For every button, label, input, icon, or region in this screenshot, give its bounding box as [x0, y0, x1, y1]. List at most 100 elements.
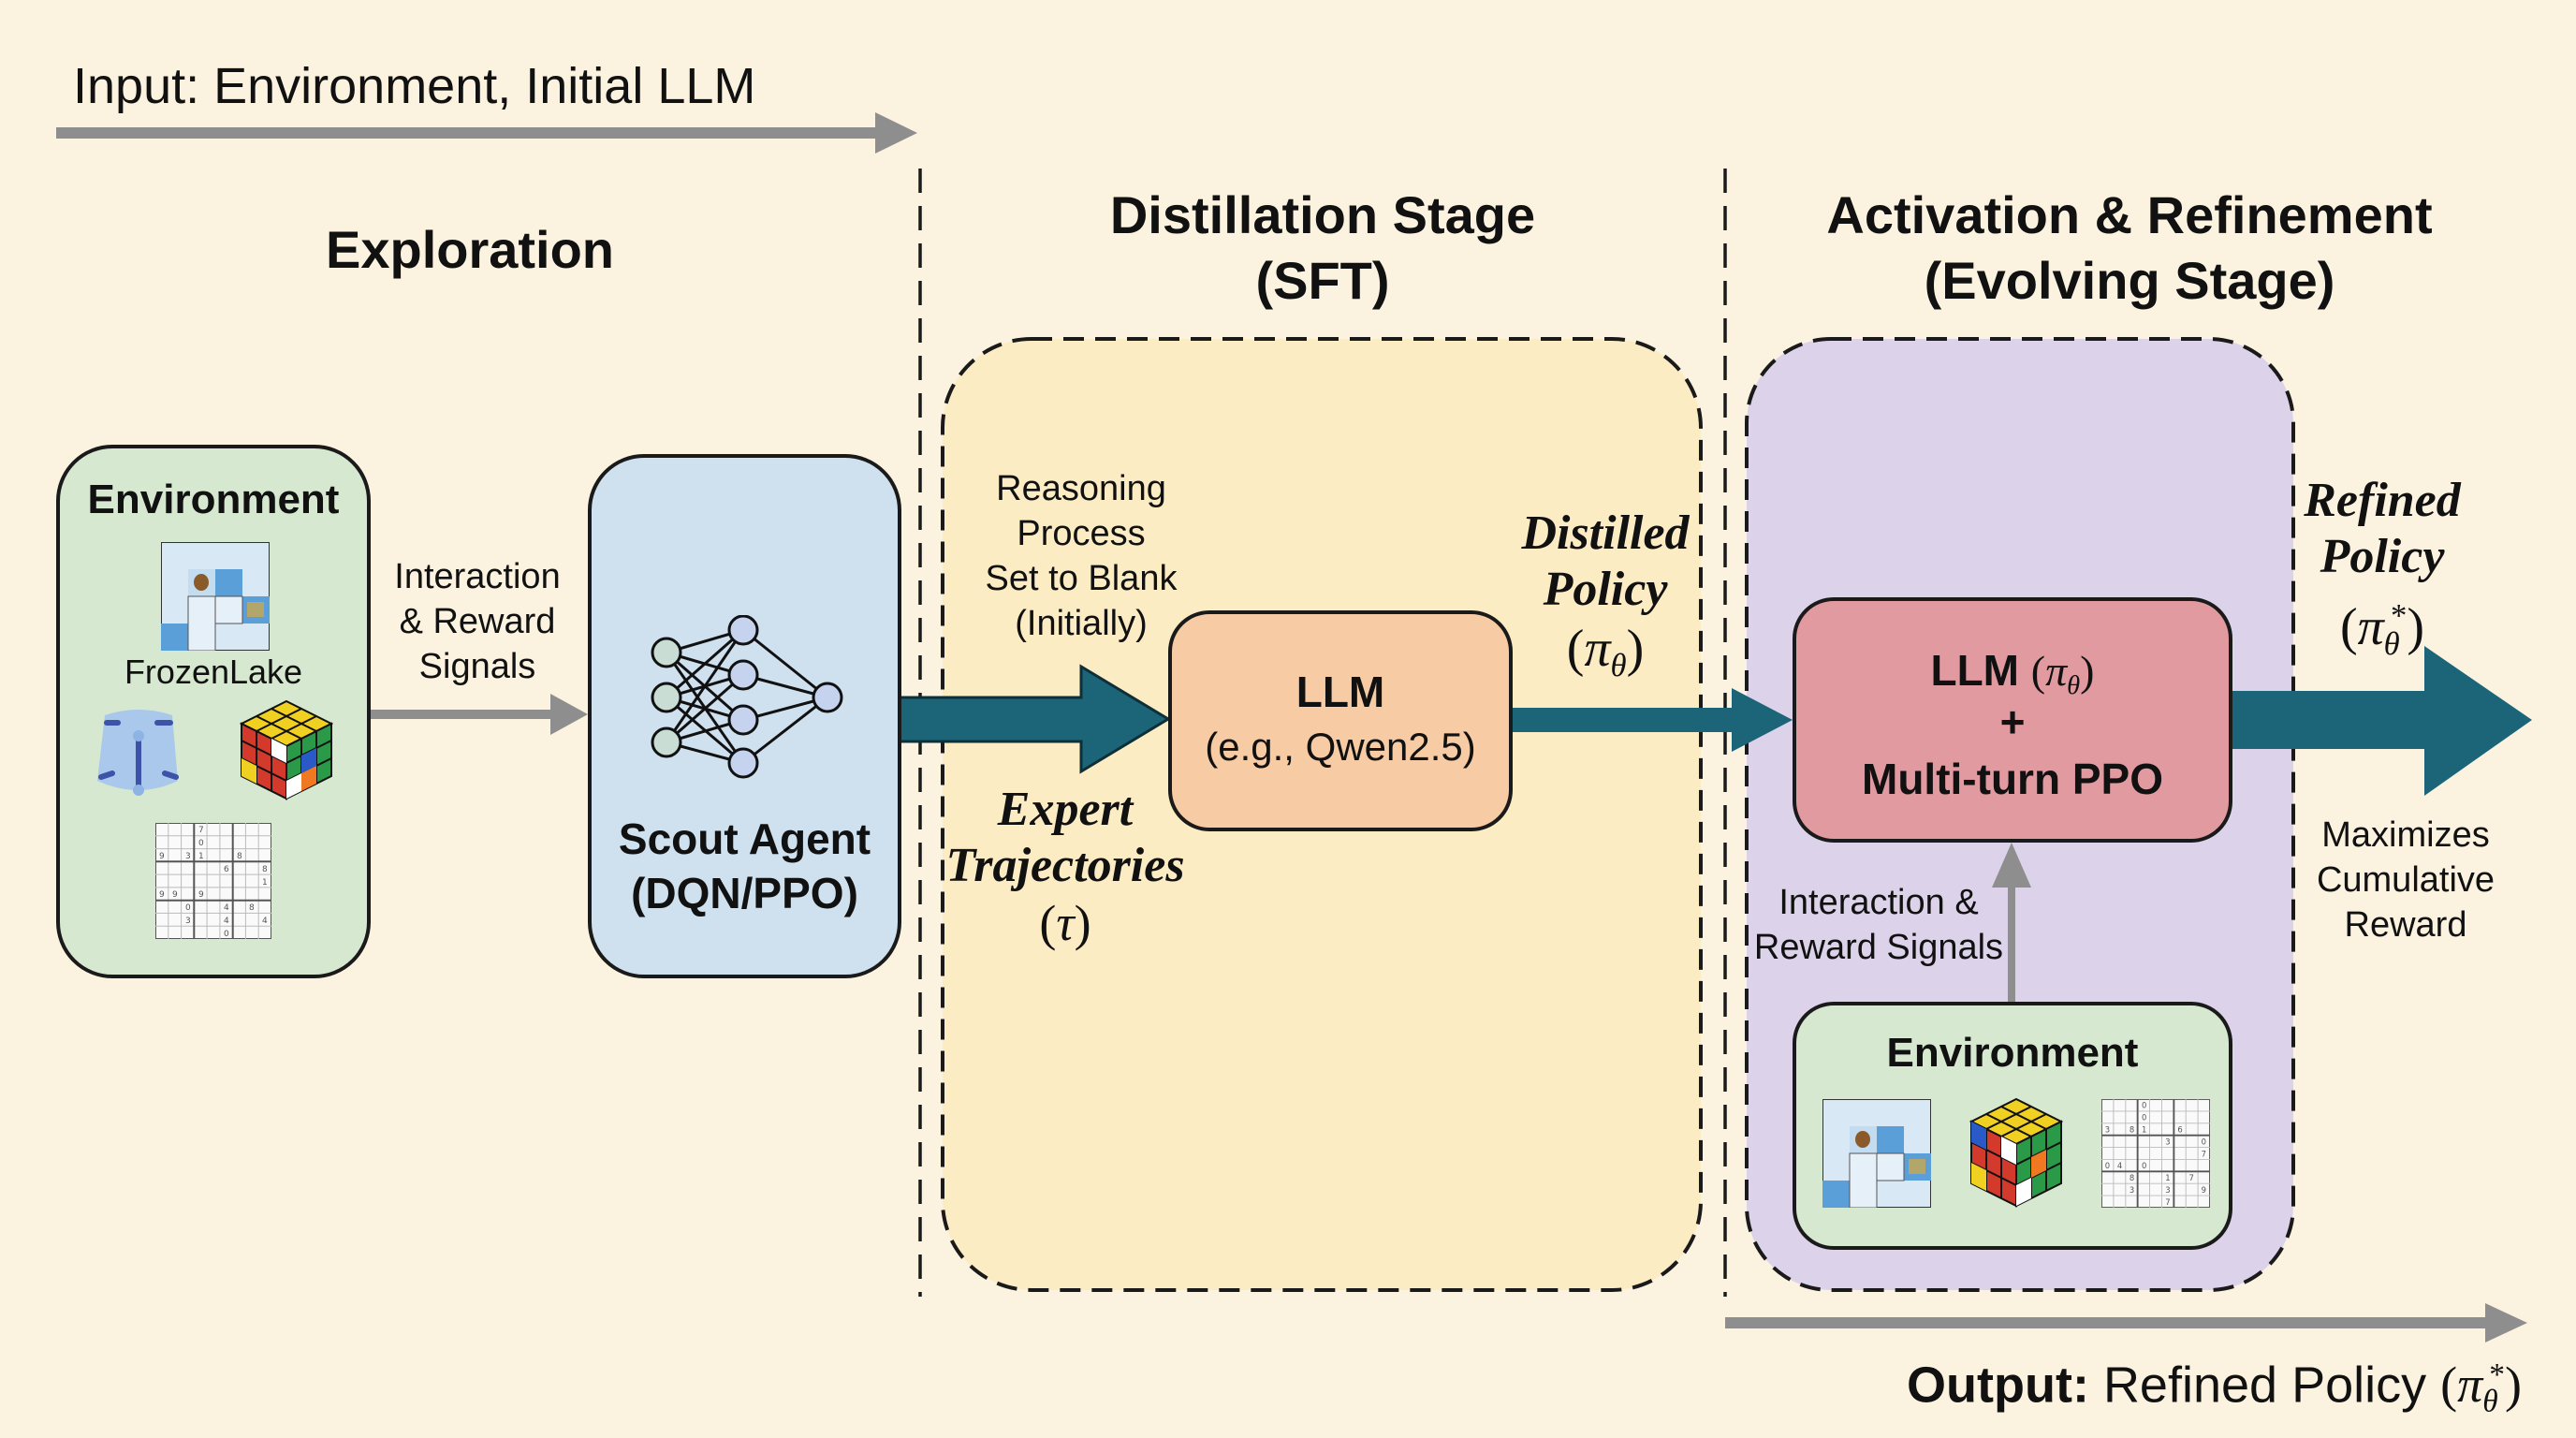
refined-policy-line1: Refined: [2304, 474, 2461, 527]
svg-text:8: 8: [262, 865, 268, 874]
stage-title-activation-line1: Activation & Refinement: [1826, 185, 2433, 244]
llm-title: LLM: [1295, 668, 1385, 716]
svg-text:7: 7: [198, 826, 204, 835]
ppo-box: LLM (πθ) + Multi-turn PPO: [1793, 597, 2232, 843]
svg-text:7: 7: [2165, 1197, 2170, 1207]
llm-subtitle: (e.g., Qwen2.5): [1205, 725, 1476, 769]
svg-text:1: 1: [262, 878, 268, 888]
svg-text:3: 3: [2165, 1137, 2170, 1147]
environment-title: Environment: [87, 477, 340, 522]
output-label-symbol: (πθ*): [2440, 1357, 2522, 1420]
frozenlake-grid-icon: [161, 542, 270, 651]
expert-trajectories-line2: Trajectories: [945, 839, 1185, 892]
stage-title-exploration: Exploration: [325, 220, 615, 279]
maximizes-line2: Cumulative: [2316, 860, 2496, 900]
distilled-policy-label: Distilled Policy (πθ): [1498, 506, 1713, 697]
svg-text:7: 7: [2202, 1150, 2206, 1159]
llm-box: LLM (e.g., Qwen2.5): [1168, 610, 1513, 831]
svg-text:8: 8: [2130, 1173, 2134, 1182]
output-label-prefix: Output:: [1907, 1357, 2089, 1414]
distilled-policy-symbol: (πθ): [1566, 620, 1645, 684]
rubiks-cube-icon: [1969, 1097, 2064, 1208]
env-to-ppo-label-line2: Reward Signals: [1753, 928, 2004, 967]
scout-to-llm-arrow: [897, 664, 1171, 774]
svg-text:6: 6: [2177, 1125, 2182, 1135]
frozenlake-label: FrozenLake: [124, 653, 303, 691]
svg-text:6: 6: [224, 865, 229, 874]
stage-title-distillation-line1: Distillation Stage: [1109, 185, 1536, 244]
svg-text:8: 8: [2130, 1125, 2134, 1135]
env-to-scout-label-line3: Signals: [418, 647, 536, 686]
stage-title-activation-line2: (Evolving Stage): [1924, 251, 2335, 310]
maximizes-line3: Reward: [2344, 905, 2467, 945]
input-label: Input: Environment, Initial LLM: [73, 58, 756, 114]
svg-text:8: 8: [249, 903, 255, 913]
svg-text:4: 4: [2117, 1161, 2122, 1170]
svg-text:7: 7: [2189, 1173, 2194, 1182]
svg-text:0: 0: [2142, 1112, 2146, 1122]
svg-text:0: 0: [198, 839, 204, 848]
svg-text:0: 0: [224, 930, 229, 939]
svg-text:1: 1: [2165, 1173, 2170, 1182]
ppo-line1: LLM (πθ): [1930, 646, 2095, 701]
stage-title-distillation: Distillation Stage (SFT): [995, 183, 1650, 314]
svg-text:0: 0: [2202, 1137, 2206, 1147]
svg-text:9: 9: [172, 890, 178, 900]
svg-text:0: 0: [2105, 1161, 2110, 1170]
ppo-plus: +: [1999, 697, 2026, 746]
scout-agent-box: Scout Agent (DQN/PPO): [588, 454, 901, 978]
environment-box-left: Environment FrozenLake: [56, 445, 371, 978]
distilled-policy-line1: Distilled: [1521, 506, 1690, 560]
refined-policy-label: Refined Policy (πθ*): [2275, 473, 2490, 675]
scout-agent-algorithm: (DQN/PPO): [631, 869, 858, 917]
env-to-ppo-label: Interaction & Reward Signals: [1743, 880, 2014, 970]
svg-text:3: 3: [185, 852, 191, 861]
rubiks-cube-icon: [239, 699, 334, 800]
output-label-text: Refined Policy: [2102, 1357, 2427, 1414]
expert-trajectories-symbol: (τ): [1039, 895, 1091, 951]
neural-network-icon: [651, 615, 843, 779]
environment-right-title: Environment: [1886, 1030, 2139, 1076]
frozenlake-grid-icon: [1822, 1099, 1931, 1208]
env-to-scout-label-line2: & Reward: [399, 602, 556, 641]
output-label: Output: Refined Policy (πθ*): [1907, 1344, 2522, 1433]
env-to-scout-label: Interaction & Reward Signals: [374, 554, 580, 689]
svg-text:0: 0: [2142, 1100, 2146, 1109]
llm-to-ppo-arrow: [1512, 688, 1793, 752]
reasoning-note-line1: Reasoning: [996, 469, 1166, 508]
distilled-policy-line2: Policy: [1543, 563, 1668, 616]
environment-box-right: Environment: [1793, 1002, 2232, 1250]
svg-text:3: 3: [2130, 1185, 2134, 1195]
maximizes-line1: Maximizes: [2321, 815, 2490, 855]
svg-text:4: 4: [224, 917, 229, 926]
reasoning-note-line3: Set to Blank: [985, 559, 1178, 598]
expert-trajectories-line1: Expert: [997, 783, 1134, 836]
svg-text:9: 9: [2202, 1185, 2206, 1195]
stage-title-activation: Activation & Refinement (Evolving Stage): [1755, 183, 2504, 314]
reasoning-note-line2: Process: [1017, 514, 1146, 553]
robot-walker-icon: [97, 710, 179, 796]
reasoning-note-line4: (Initially): [1015, 604, 1148, 643]
svg-text:1: 1: [198, 852, 204, 861]
svg-text:3: 3: [185, 917, 191, 926]
svg-text:4: 4: [224, 903, 229, 913]
svg-text:9: 9: [159, 890, 165, 900]
env-to-ppo-arrow: [1992, 843, 2031, 1004]
svg-text:3: 3: [2165, 1185, 2170, 1195]
refined-policy-line2: Policy: [2320, 530, 2445, 583]
maximizes-label: Maximizes Cumulative Reward: [2265, 813, 2546, 947]
env-to-scout-arrow: [371, 694, 588, 735]
refined-policy-arrow: [2232, 646, 2532, 796]
svg-text:0: 0: [185, 903, 191, 913]
stage-title-distillation-line2: (SFT): [1255, 251, 1390, 310]
output-arrow: [1725, 1303, 2527, 1343]
svg-text:4: 4: [262, 917, 268, 926]
svg-text:9: 9: [159, 852, 165, 861]
env-to-scout-label-line1: Interaction: [394, 557, 561, 596]
scout-agent-name: Scout Agent: [618, 814, 871, 863]
svg-text:0: 0: [2142, 1161, 2146, 1170]
input-arrow: [56, 112, 917, 154]
ppo-method: Multi-turn PPO: [1862, 755, 2163, 803]
